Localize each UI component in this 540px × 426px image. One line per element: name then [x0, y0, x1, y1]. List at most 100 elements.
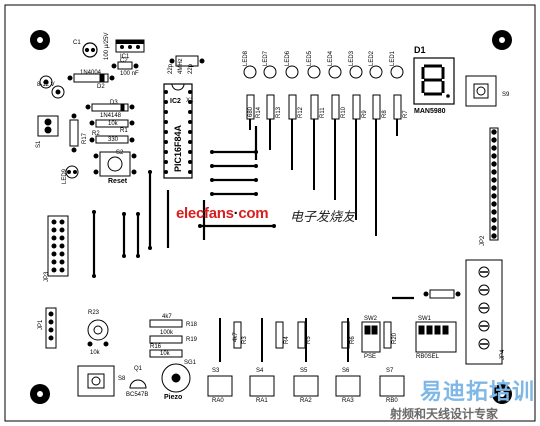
- ic2-label: IC2: [170, 98, 181, 105]
- diode-d3: [85, 103, 135, 112]
- jp3-label: JP3: [44, 271, 50, 282]
- jp1-label: JP1: [38, 319, 44, 330]
- s1-label: S1: [36, 140, 42, 148]
- r4-label: R4: [284, 336, 290, 344]
- d3-value: 1N4148: [100, 113, 122, 119]
- d2-label: D2: [97, 84, 105, 90]
- c1-label: C1: [73, 40, 81, 46]
- d2-value: 1N4004: [80, 70, 102, 76]
- q1-value: BC547B: [126, 392, 149, 398]
- ra1-label: RA1: [256, 398, 268, 404]
- c1-value: 100 µ/25V: [104, 32, 110, 60]
- capacitor-c5: [423, 289, 461, 299]
- sw2-value: PSE: [364, 354, 377, 360]
- watermark-tail: com: [238, 205, 269, 222]
- wire-pads: [92, 150, 276, 278]
- switch-traces: [219, 318, 349, 362]
- resistor-r17: [69, 113, 79, 153]
- q1-label: Q1: [134, 366, 143, 372]
- r16-value: 10k: [160, 351, 170, 357]
- resistor-r16: [149, 349, 183, 358]
- mounting-hole: [30, 30, 512, 404]
- led5-label: LED5: [307, 50, 313, 66]
- capacitor-c1: [82, 42, 98, 58]
- resistor-r18: [149, 319, 183, 328]
- switch-s8: [77, 365, 115, 397]
- r19-value: 100k: [160, 330, 174, 336]
- led8-label: LED8: [243, 50, 249, 66]
- diode-d2: [67, 73, 115, 83]
- transistor-q1: [129, 379, 147, 389]
- ic2-value: PIC16F84A: [173, 124, 183, 172]
- s2-label: S2: [116, 150, 124, 156]
- ra3-label: RA3: [342, 398, 354, 404]
- ic1-label: IC1: [120, 54, 130, 60]
- led1-label: LED1: [390, 50, 396, 66]
- display-part-number: MAN5980: [414, 108, 446, 115]
- r5-label: R5: [306, 336, 312, 344]
- r23-label: R23: [88, 310, 100, 316]
- sw1-label: SW1: [418, 316, 432, 322]
- c4-value: 22p: [188, 63, 194, 74]
- led4-label: LED4: [328, 50, 334, 66]
- jp4-label: JP4: [500, 349, 506, 360]
- power-switch-s1: [37, 115, 59, 137]
- r18-value: 4k7: [162, 314, 172, 320]
- led7-label: LED7: [263, 50, 269, 66]
- reset-switch-s2: [93, 151, 137, 177]
- sw2-label: SW2: [364, 316, 378, 322]
- sg1-label: SG1: [184, 360, 197, 366]
- jumper-wires: [92, 126, 414, 300]
- d1-label: D1: [414, 45, 426, 55]
- ra2-label: RA2: [300, 398, 312, 404]
- dip-switch-sw2: [361, 321, 381, 353]
- r12-label: R12: [298, 106, 304, 118]
- led-led9: [65, 165, 79, 179]
- resistor-r2: [89, 135, 135, 144]
- capacitor-c2: [111, 61, 139, 70]
- switch-s9: [465, 75, 497, 107]
- s9-label: S9: [502, 92, 510, 98]
- sw1-value: RB0SEL: [416, 354, 440, 360]
- header-jp3: [47, 215, 69, 277]
- watermark-brand-subtitle: 射频和天线设计专家: [390, 407, 499, 421]
- watermark-dot: ·: [233, 205, 239, 222]
- r2-value: 330: [108, 137, 119, 143]
- rb0-label: RB0: [386, 398, 398, 404]
- r8-label: R8: [382, 110, 388, 118]
- crystal-value: 4MHz: [178, 58, 184, 74]
- led6-label: LED6: [285, 50, 291, 66]
- c2-value: 100 nF: [120, 71, 139, 77]
- crystal-x1: [169, 55, 205, 67]
- resistor-r19: [149, 335, 183, 344]
- led-trace: [249, 119, 398, 236]
- r1-value: 10k: [108, 121, 118, 127]
- r2-label: R2: [92, 131, 100, 137]
- jp2-label: JP2: [480, 235, 486, 246]
- r6-label: R6: [350, 336, 356, 344]
- power-connector: [39, 75, 65, 99]
- led3-label: LED3: [349, 50, 355, 66]
- led9-label: LED9: [62, 168, 68, 184]
- watermark-site: elecfans: [176, 205, 234, 222]
- supply-voltage-label: 8-12 V: [37, 82, 55, 88]
- watermark-brand: 易迪拓培训: [420, 380, 536, 405]
- resistor-r1: [89, 119, 135, 128]
- r1-label: R1: [120, 128, 128, 134]
- ra0-label: RA0: [212, 398, 224, 404]
- board-outline: [4, 4, 536, 422]
- input-switch-resistors: [233, 321, 392, 349]
- r14-label: R14: [256, 106, 262, 118]
- dip-switch-sw1: [415, 321, 457, 353]
- input-switches: [207, 375, 405, 397]
- terminal-block-jp4: [465, 259, 503, 365]
- d3-label: D3: [110, 100, 118, 106]
- r11-label: R11: [320, 107, 326, 118]
- r16-label: R16: [150, 344, 162, 350]
- r17-label: R17: [82, 132, 88, 144]
- c3-value: 22p: [168, 63, 174, 74]
- r13-label: R13: [276, 106, 282, 118]
- r18-label: R18: [186, 322, 198, 328]
